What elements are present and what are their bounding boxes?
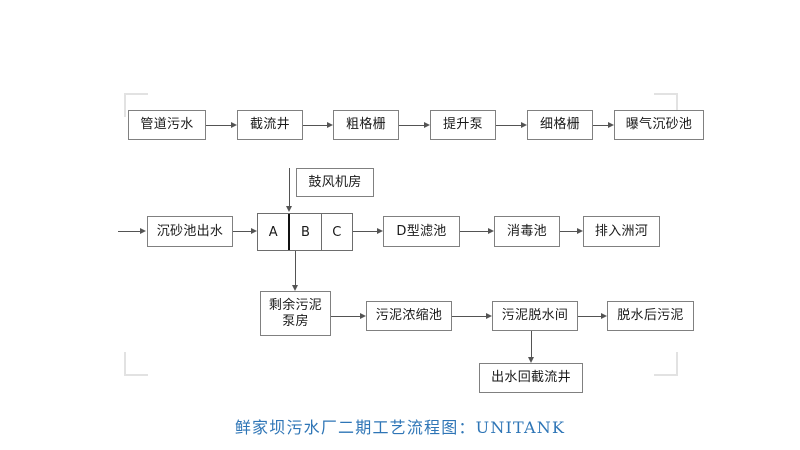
- node-pipe-sewage: 管道污水: [128, 110, 206, 140]
- unitank-cell-a: A: [268, 224, 278, 240]
- corner-mark-bottom-left: [124, 352, 148, 376]
- arrowhead-pump-house-to-thickener: [360, 312, 366, 319]
- node-sludge-thickener: 污泥浓缩池: [366, 301, 452, 331]
- arrowhead-disinfection-to-river: [577, 227, 583, 234]
- arrowhead-coarse-screen-to-lift-pump: [424, 121, 430, 128]
- connector-dewatering-to-dewatered-sludge: [578, 316, 601, 317]
- node-discharge-to-river: 排入洲河: [583, 216, 660, 247]
- node-coarse-screen: 粗格栅: [333, 110, 399, 140]
- corner-mark-top-left: [124, 93, 148, 117]
- connector-disinfection-to-river: [560, 231, 577, 232]
- node-dewatered-sludge: 脱水后污泥: [607, 301, 694, 331]
- arrowhead-d-filter-to-disinfection: [488, 227, 494, 234]
- arrowhead-unitank-to-sludge-pump: [291, 285, 298, 291]
- unitank-reactor: A B C: [257, 213, 353, 251]
- corner-mark-bottom-right: [654, 352, 678, 376]
- node-blower-room: 鼓风机房: [296, 168, 374, 197]
- connector-unitank-to-sludge-pump: [295, 251, 296, 285]
- node-lift-pump: 提升泵: [430, 110, 496, 140]
- corner-mark-top-right: [654, 93, 678, 117]
- connector-row2-inlet: [118, 231, 140, 232]
- connector-effluent-to-unitank: [233, 231, 251, 232]
- node-excess-sludge-pump-house: 剩余污泥 泵房: [260, 291, 331, 336]
- connector-coarse-screen-to-lift-pump: [399, 125, 424, 126]
- unitank-cell-c: C: [320, 214, 352, 250]
- connector-blower-to-unitank: [289, 168, 290, 206]
- arrowhead-thickener-to-dewatering: [486, 312, 492, 319]
- node-disinfection-tank: 消毒池: [494, 216, 560, 247]
- connector-sewage-to-well: [206, 125, 231, 126]
- arrowhead-row2-inlet: [140, 227, 146, 234]
- node-d-type-filter: D型滤池: [383, 216, 460, 247]
- arrowhead-lift-pump-to-fine-screen: [521, 121, 527, 128]
- connector-unitank-to-d-filter: [353, 231, 377, 232]
- node-fine-screen: 细格栅: [527, 110, 593, 140]
- arrowhead-sewage-to-well: [231, 121, 237, 128]
- connector-dewatering-to-return-well: [531, 331, 532, 357]
- node-sludge-dewatering-room: 污泥脱水间: [492, 301, 578, 331]
- arrowhead-blower-to-unitank: [285, 206, 292, 212]
- connector-fine-screen-to-grit-tank: [593, 125, 608, 126]
- arrowhead-unitank-to-d-filter: [377, 227, 383, 234]
- node-grit-tank-effluent: 沉砂池出水: [147, 216, 233, 247]
- node-intercepting-well: 截流井: [237, 110, 303, 140]
- node-aerated-grit-tank: 曝气沉砂池: [614, 110, 704, 140]
- unitank-cell-b: B: [288, 214, 320, 250]
- connector-lift-pump-to-fine-screen: [496, 125, 521, 126]
- diagram-caption: 鲜家坝污水厂二期工艺流程图：UNITANK: [234, 418, 566, 437]
- node-effluent-return-to-well: 出水回截流井: [479, 363, 583, 393]
- arrowhead-effluent-to-unitank: [251, 227, 257, 234]
- arrowhead-fine-screen-to-grit-tank: [608, 121, 614, 128]
- connector-pump-house-to-thickener: [331, 316, 360, 317]
- connector-d-filter-to-disinfection: [460, 231, 488, 232]
- connector-well-to-coarse-screen: [303, 125, 327, 126]
- arrowhead-dewatering-to-return-well: [527, 357, 534, 363]
- connector-thickener-to-dewatering: [452, 316, 486, 317]
- arrowhead-dewatering-to-dewatered-sludge: [601, 312, 607, 319]
- arrowhead-well-to-coarse-screen: [327, 121, 333, 128]
